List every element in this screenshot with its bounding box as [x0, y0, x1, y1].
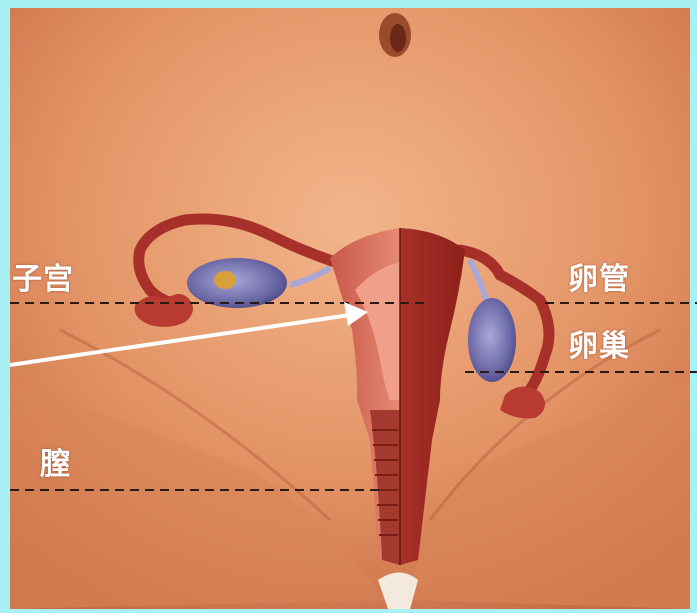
left-follicle: [214, 271, 236, 289]
left-ovary: [187, 258, 287, 308]
navel-inner: [390, 24, 406, 52]
right-ovary: [468, 298, 516, 382]
label-ovary: 卵巢: [568, 332, 630, 362]
label-uterus: 子宫: [12, 265, 74, 295]
label-fallopian-tube: 卵管: [568, 265, 630, 295]
label-vagina: 膣: [40, 450, 71, 480]
